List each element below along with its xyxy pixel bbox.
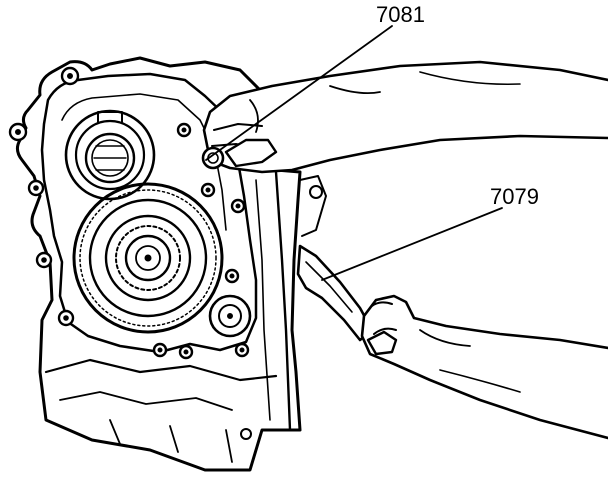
output-boss [208,294,252,338]
tool-7079 [296,244,374,342]
callout-label-7079: 7079 [490,184,539,209]
tool-7081 [201,146,225,170]
callout-7081: 7081 [205,2,425,161]
callout-label-7081: 7081 [376,2,425,27]
flange-bolts [8,66,250,360]
upper-bearing [64,109,156,201]
callout-7079: 7079 [321,184,539,281]
ring-gear [72,182,224,334]
lower-hand [360,294,608,440]
